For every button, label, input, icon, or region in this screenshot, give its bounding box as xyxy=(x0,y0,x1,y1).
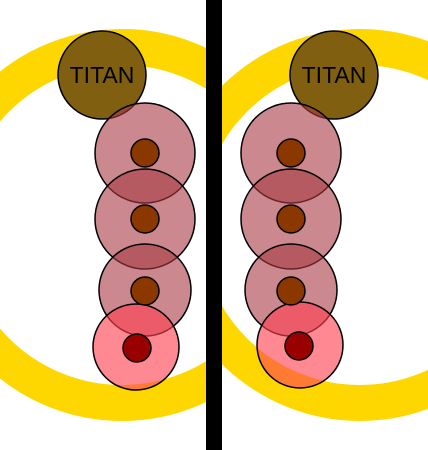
titan-label: TITAN xyxy=(302,62,367,88)
titan-moon xyxy=(289,30,379,120)
moon-core xyxy=(276,138,306,168)
moon-core-highlighted xyxy=(284,331,314,361)
titan-label: TITAN xyxy=(70,62,135,88)
moon-core-highlighted xyxy=(122,333,152,363)
titan-moon xyxy=(57,30,147,120)
panel-divider xyxy=(206,0,222,450)
moon-core xyxy=(130,204,160,234)
moon-core xyxy=(276,204,306,234)
moon-core xyxy=(276,276,306,306)
moon-core xyxy=(130,138,160,168)
right-panel: TITAN xyxy=(221,29,428,421)
moon-core xyxy=(130,276,160,306)
left-panel: TITAN xyxy=(0,29,207,421)
